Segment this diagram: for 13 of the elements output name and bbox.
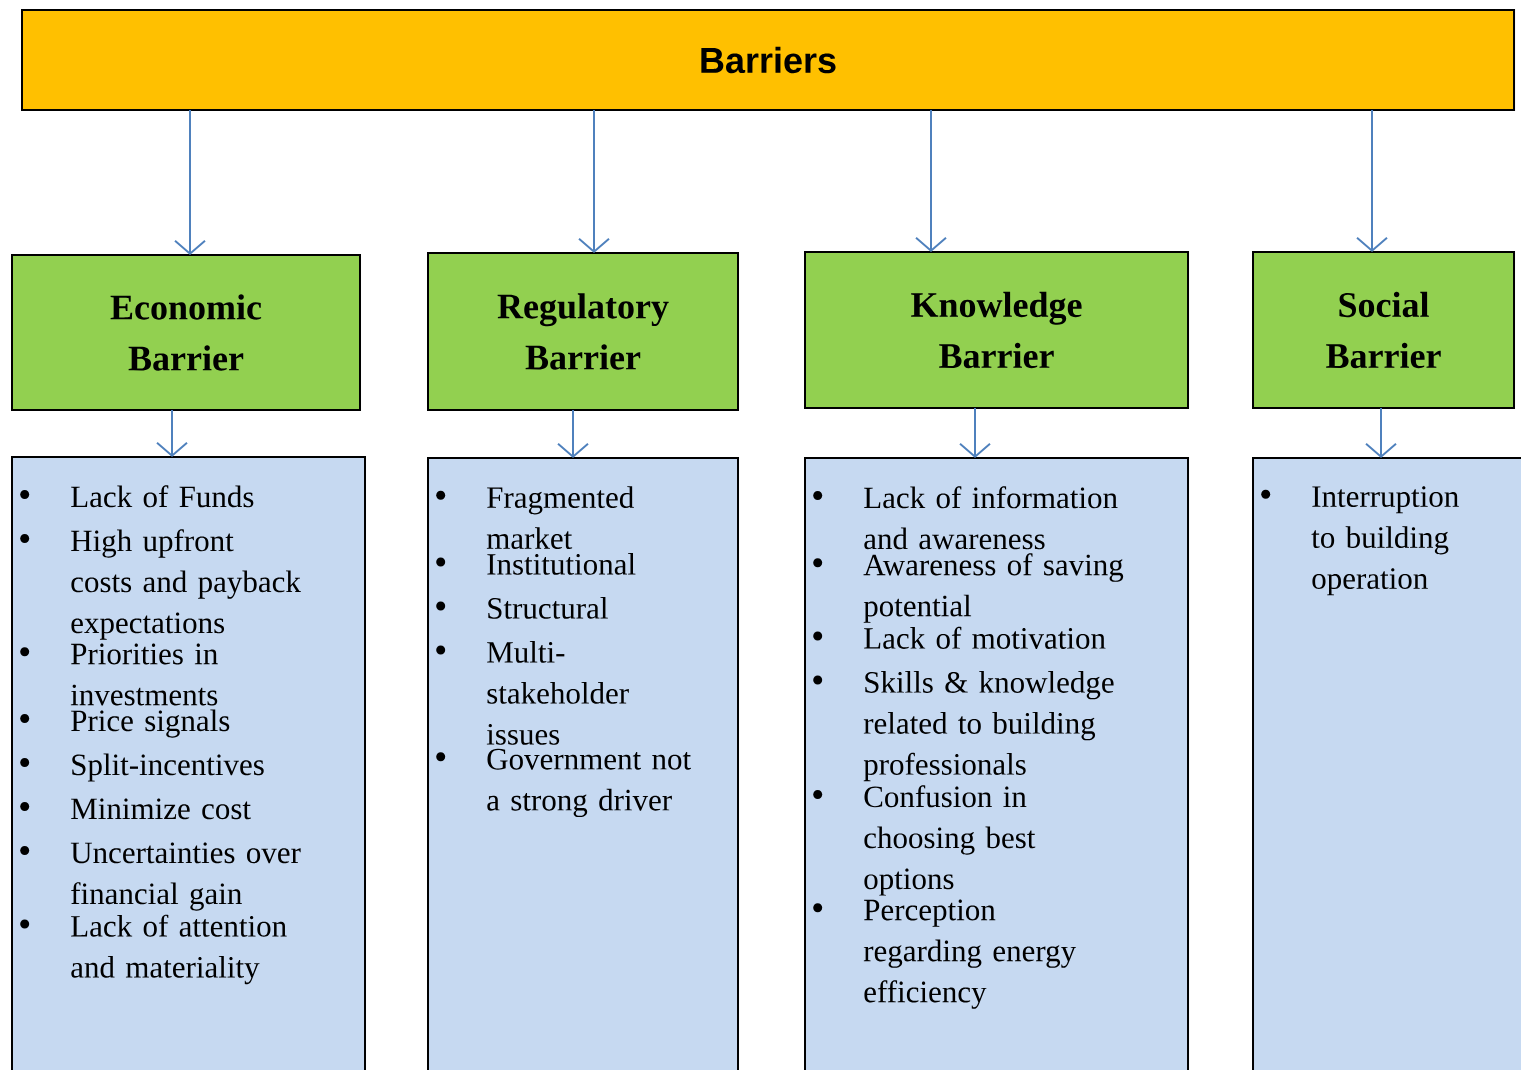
bullet-list-box: Lack of Funds High upfront costs and payback expectations Priorities in investments Price signals Split-incentives Minimize cost Uncertainties over financial gain Lack of attention and materiality [11,456,366,1070]
arrow [1356,109,1388,252]
bullet-list-box: Lack of information and awareness Awareness of saving potential Lack of motivation Skills & knowledge related to building professionals Confusion in choosing best options Perception regarding energy efficiency [804,457,1189,1070]
arrow [174,109,206,255]
title-band: Barriers [21,9,1516,111]
bullet-list-box: Interruption to building operation [1252,457,1521,1070]
arrow [915,109,947,252]
category-box: Social Barrier [1252,251,1515,409]
bullet-list-box: Fragmented market Institutional Structural Multi-stakeholder issues Government not a strong driver [427,457,739,1070]
category-box: Knowledge Barrier [804,251,1189,409]
category-box: Economic Barrier [11,254,361,411]
category-box: Regulatory Barrier [427,252,739,411]
arrow [578,109,610,253]
